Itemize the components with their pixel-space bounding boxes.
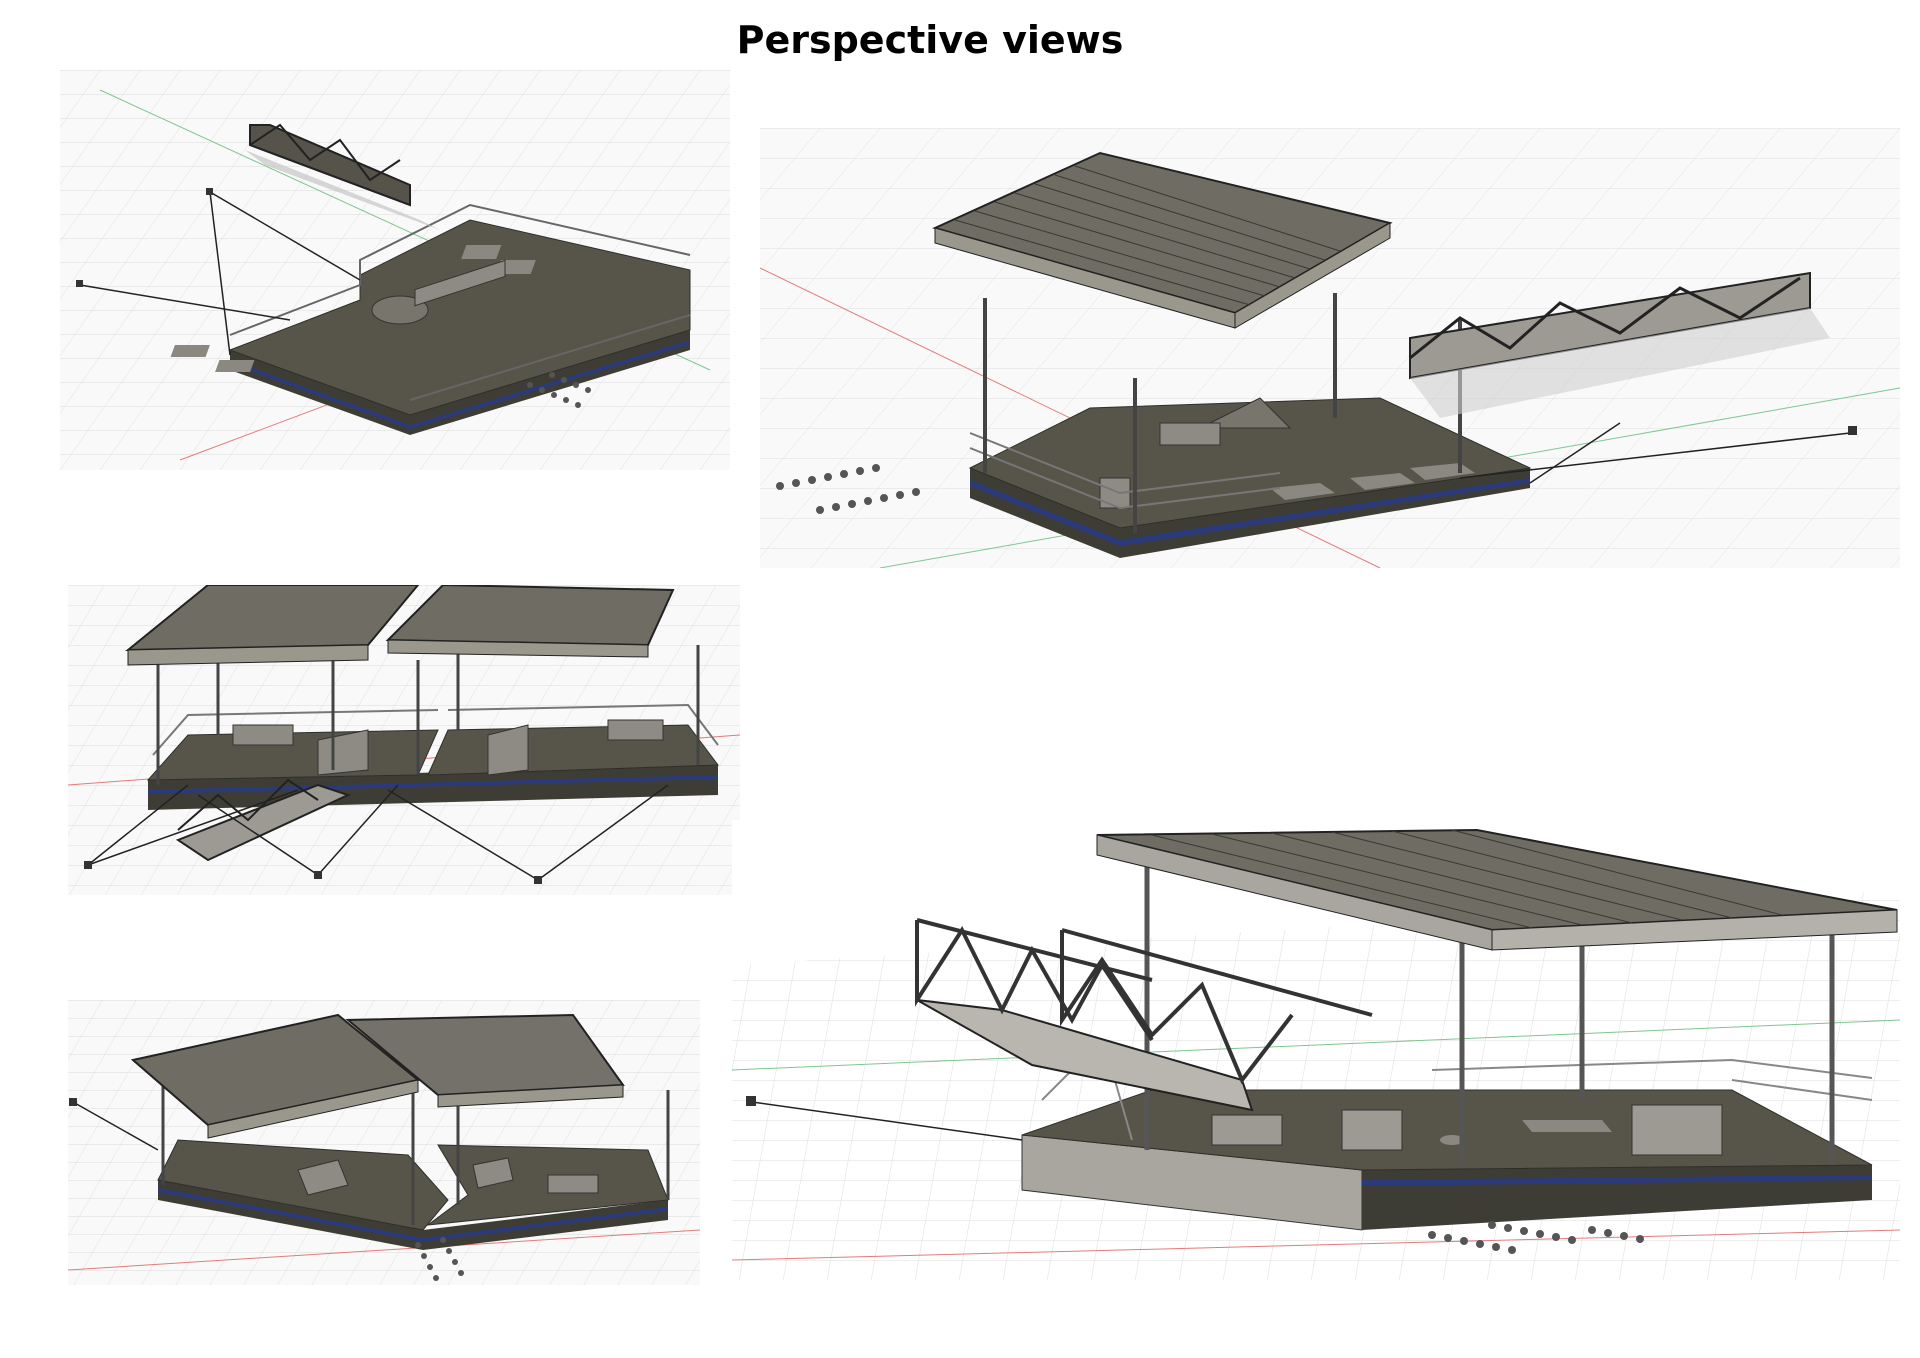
gangway-truss xyxy=(249,123,401,182)
anchor-chain xyxy=(1428,1221,1644,1254)
roof-edge xyxy=(387,639,649,658)
turnstile xyxy=(297,1159,349,1196)
turnstile xyxy=(371,295,429,325)
deck-left xyxy=(157,1139,449,1231)
view-5-drawing xyxy=(732,820,1900,1280)
turnstile xyxy=(317,729,369,776)
view-3-drawing xyxy=(68,585,740,895)
roof-edge xyxy=(437,1084,624,1108)
bench xyxy=(547,1174,599,1194)
mooring-line xyxy=(79,284,291,321)
deck xyxy=(228,219,691,416)
gangway xyxy=(175,783,351,862)
mooring-line xyxy=(209,191,231,356)
gangway-truss xyxy=(1409,276,1801,360)
gangway-shadow xyxy=(1410,308,1830,418)
gangway-shadow xyxy=(245,150,440,230)
railing xyxy=(1431,1058,1873,1079)
gangway-rail xyxy=(916,918,1153,982)
y-axis-line xyxy=(732,1019,1900,1071)
mooring-anchor xyxy=(76,280,83,287)
mooring-anchor xyxy=(84,861,92,869)
anchor-chain xyxy=(415,1237,464,1281)
mooring-anchor xyxy=(314,871,322,879)
roof-edge xyxy=(127,644,369,666)
gangway xyxy=(249,124,411,207)
deck-fitting xyxy=(1440,1135,1464,1145)
mooring-lines xyxy=(87,784,669,881)
bench xyxy=(1631,1104,1723,1156)
roof-posts xyxy=(156,625,700,785)
mooring-line xyxy=(209,191,361,281)
mooring-anchor xyxy=(534,876,542,884)
roof-edge xyxy=(1491,909,1898,951)
deck-hatch xyxy=(1270,483,1335,500)
hull-side xyxy=(158,1180,668,1250)
mooring-anchor xyxy=(746,1096,756,1106)
turnstile xyxy=(487,724,529,776)
railing xyxy=(969,432,1281,495)
x-axis-line xyxy=(68,1229,700,1271)
mooring-line xyxy=(751,1101,1023,1141)
gangway-truss xyxy=(177,778,319,831)
mooring-anchor xyxy=(69,1098,77,1106)
deck-hatch xyxy=(1350,473,1415,490)
mooring-anchor xyxy=(206,188,213,195)
hull-stripe xyxy=(1362,1175,1872,1186)
console xyxy=(414,259,506,307)
view-4-drawing xyxy=(68,1000,700,1285)
mooring-line xyxy=(1459,432,1851,479)
railing xyxy=(409,314,691,401)
mooring-line xyxy=(72,1101,159,1151)
mooring-anchor xyxy=(1848,426,1857,435)
roof-ribs xyxy=(1151,829,1783,929)
bench xyxy=(1211,1114,1283,1146)
turnstile xyxy=(472,1157,514,1189)
perspective-view-4 xyxy=(68,1000,700,1285)
railing xyxy=(152,709,439,756)
page-title: Perspective views xyxy=(736,18,1124,62)
deck-hatch xyxy=(495,260,536,274)
view-2-drawing xyxy=(760,128,1900,568)
roof-ribs xyxy=(954,165,1341,306)
gangway xyxy=(916,999,1254,1112)
mooring-line xyxy=(1529,422,1621,484)
deck-hatch xyxy=(1522,1120,1612,1132)
gangway-truss xyxy=(1060,930,1294,1084)
hull-stripe xyxy=(230,340,690,429)
bench xyxy=(232,724,294,746)
perspective-view-1 xyxy=(60,70,730,470)
roof-edge xyxy=(1234,222,1391,329)
turnstile xyxy=(1199,397,1292,429)
perspective-view-2 xyxy=(760,128,1900,568)
console xyxy=(1341,1109,1403,1151)
gangway-truss xyxy=(915,920,1154,1042)
railing xyxy=(1731,1079,1873,1101)
x-axis-line xyxy=(732,1229,1900,1261)
deck-hatch xyxy=(461,245,502,259)
deck-hatch xyxy=(215,360,255,372)
railing xyxy=(969,447,1281,510)
roof-edge xyxy=(207,1079,419,1139)
hull-side xyxy=(230,330,690,435)
railing xyxy=(447,703,719,746)
perspective-view-3 xyxy=(68,585,740,895)
hull-stripe xyxy=(148,775,718,794)
deck-hatch xyxy=(170,345,210,357)
gangway-rail xyxy=(1061,928,1373,1017)
view-1-drawing xyxy=(60,70,730,470)
perspective-view-5 xyxy=(732,820,1900,1280)
railing xyxy=(229,203,691,336)
anchor-chain xyxy=(776,464,920,514)
bench xyxy=(607,719,664,741)
anchor-chain xyxy=(527,367,591,408)
console xyxy=(1159,422,1221,446)
hull-side xyxy=(970,468,1530,558)
